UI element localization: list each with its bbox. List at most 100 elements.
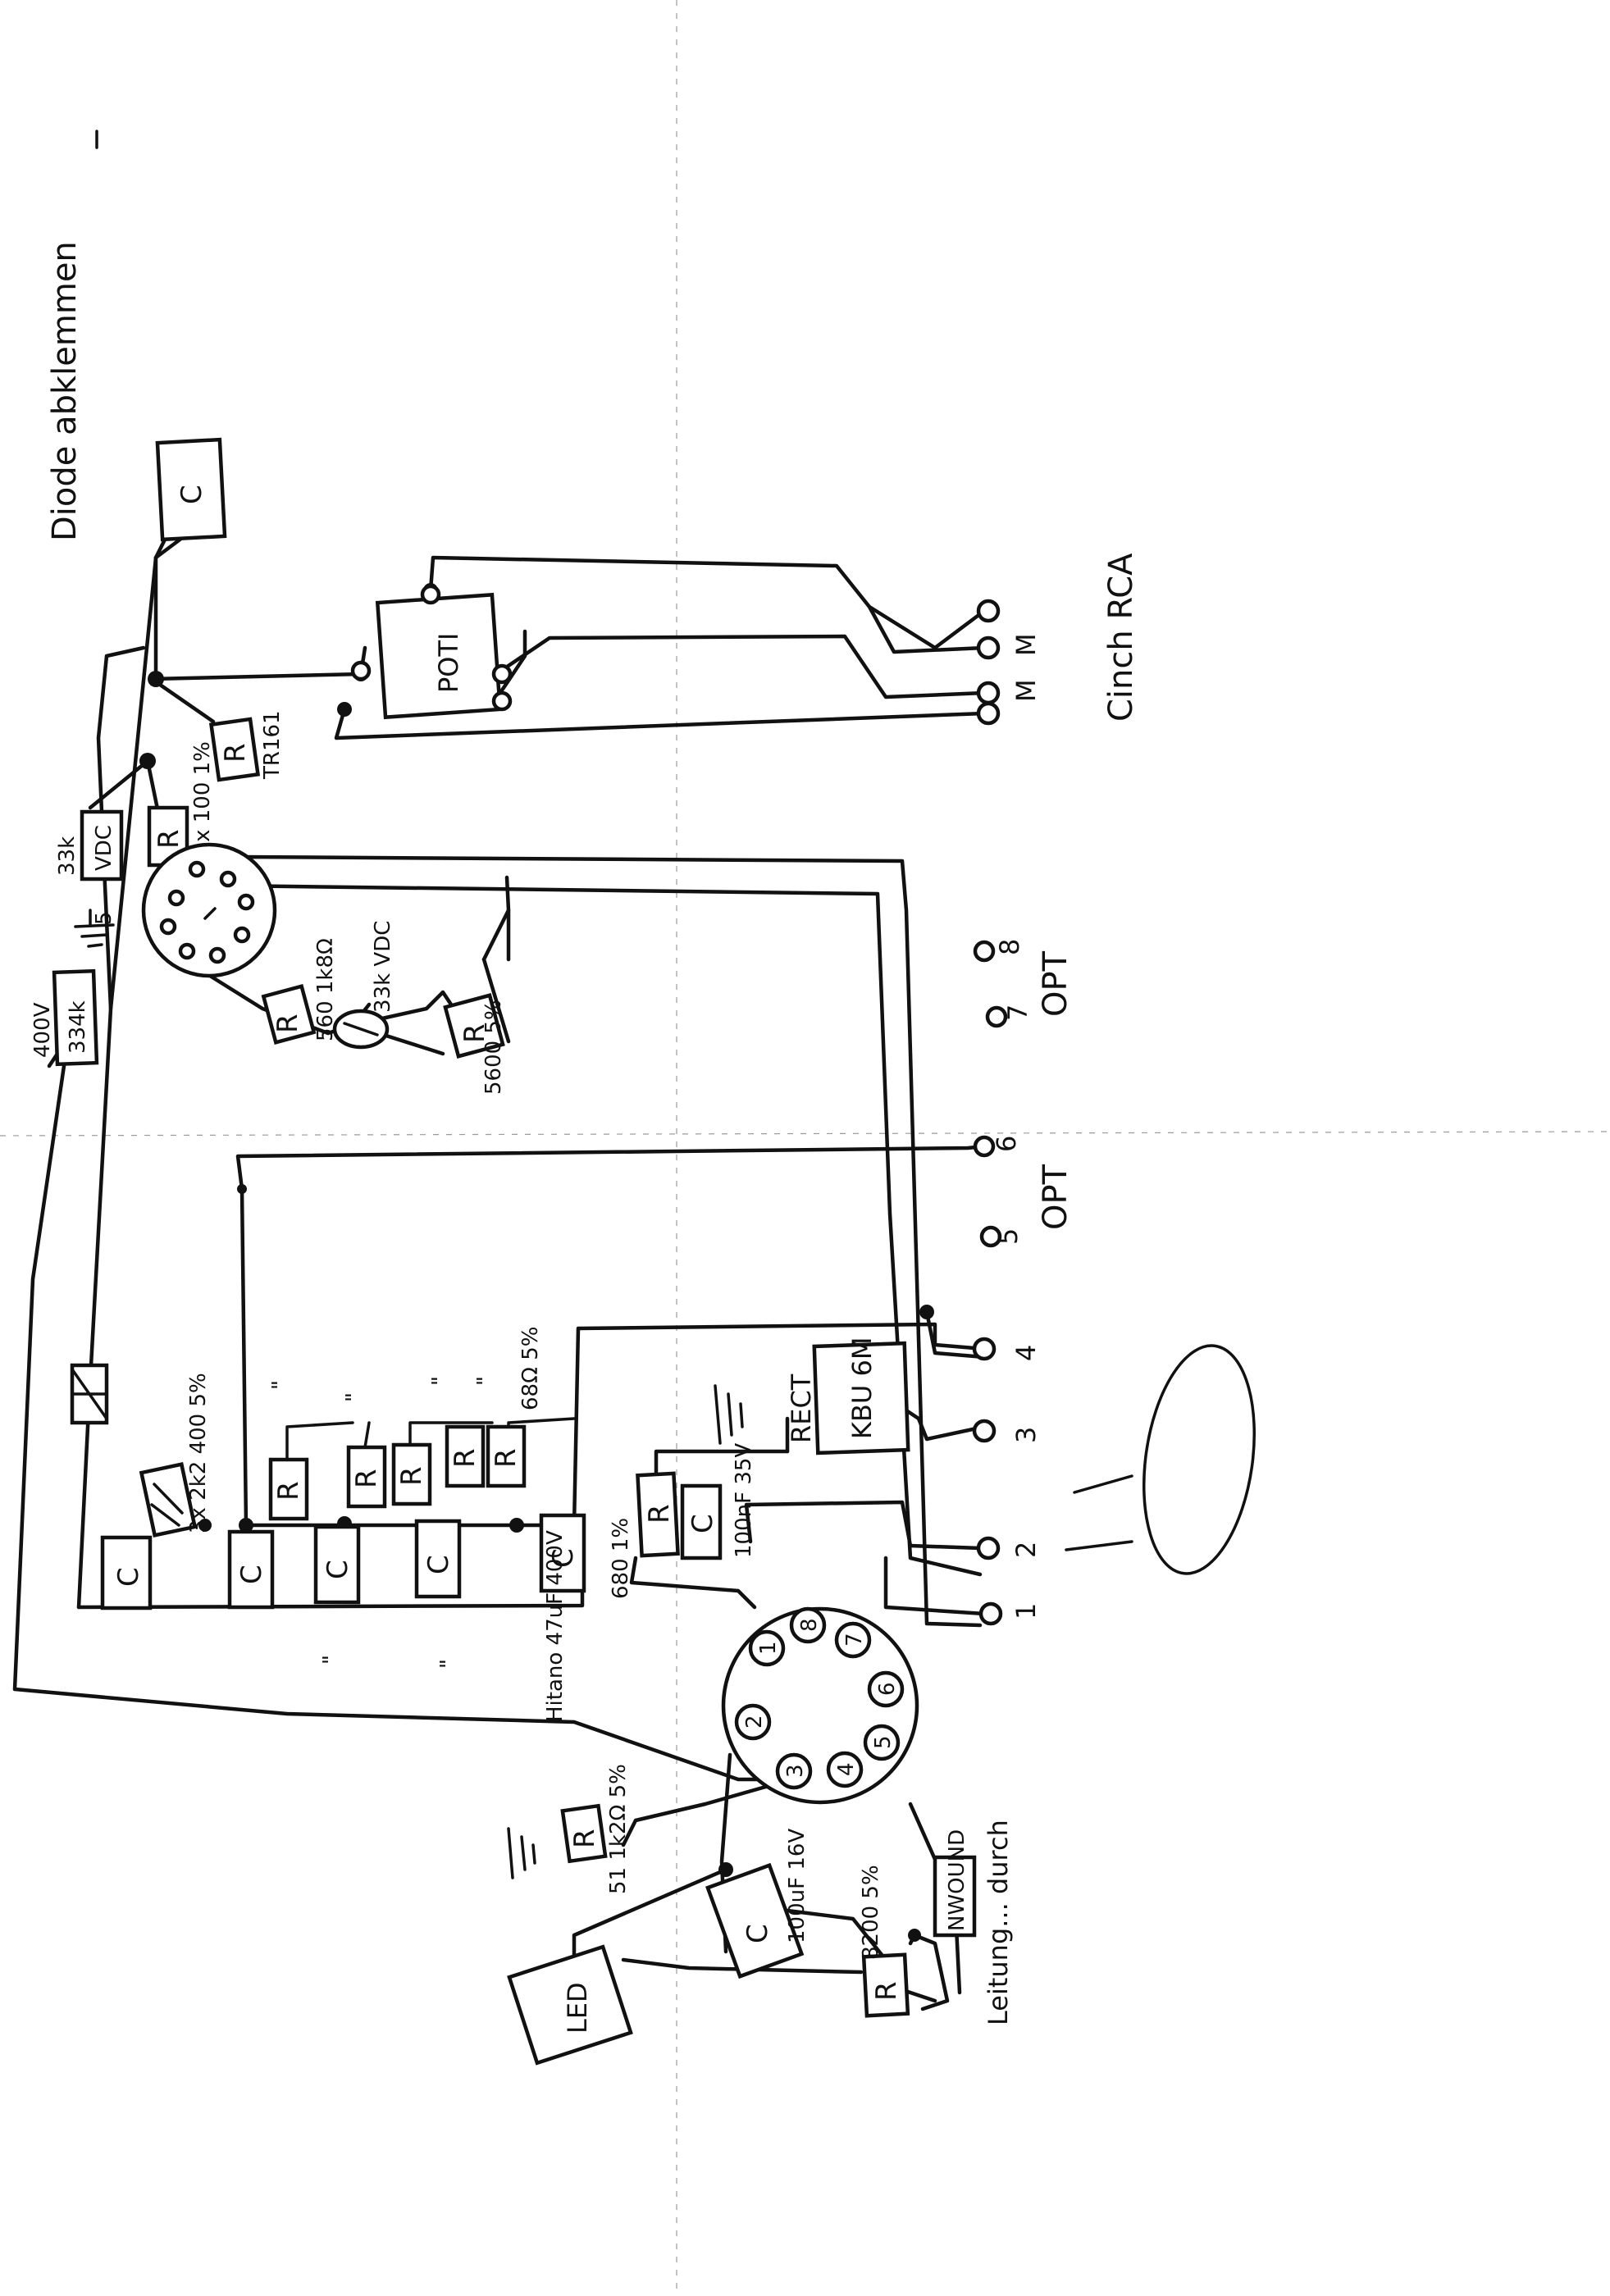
svg-text:R: R (870, 1981, 903, 2001)
svg-text:100nF 35V: 100nF 35V (732, 1443, 756, 1558)
opt-terminals: 8 7 OPT 6 5 OPT (973, 939, 1074, 1248)
nwound-box: NWOUND (933, 1829, 977, 1938)
svg-text:5600 5%: 5600 5% (481, 1000, 506, 1095)
svg-text:": " (473, 1376, 498, 1386)
capacitor-bank: C C C C (227, 1513, 586, 1610)
svg-text:8200 5%: 8200 5% (859, 1865, 883, 1960)
svg-text:R: R (643, 1504, 676, 1524)
svg-text:M: M (1010, 679, 1042, 702)
capacitor-left: C (100, 1535, 153, 1610)
svg-text:3: 3 (783, 1764, 808, 1778)
capacitor-100nf: C 100nF 35V (680, 1443, 756, 1560)
ditto-mark-a: " (319, 1655, 344, 1665)
svg-text:8: 8 (994, 939, 1025, 955)
svg-text:C: C (176, 485, 208, 504)
svg-text:C: C (741, 1924, 774, 1943)
svg-text:R: R (271, 1014, 304, 1033)
svg-text:680 1%: 680 1% (609, 1518, 633, 1599)
diode-note: Diode abklemmen (46, 130, 98, 541)
svg-text:RECT: RECT (786, 1374, 817, 1443)
cinch-terminals: M M Cinch RCA (976, 553, 1140, 726)
svg-text:3: 3 (1010, 1427, 1042, 1443)
svg-text:": " (428, 1376, 453, 1386)
svg-text:KBU 6M: KBU 6M (846, 1337, 878, 1440)
svg-text:C: C (322, 1560, 354, 1579)
svg-text:5: 5 (871, 1735, 896, 1749)
svg-text:R: R (490, 1448, 522, 1468)
ground-symbols (74, 909, 744, 1879)
svg-text:8: 8 (797, 1618, 822, 1632)
svg-text:": " (342, 1392, 367, 1402)
vdc-box: VDC 33k (55, 809, 124, 882)
resistor-560: R 560 1k8Ω (261, 938, 338, 1045)
svg-text:4: 4 (1010, 1345, 1042, 1361)
socket-mark-5: 5 (92, 911, 116, 925)
svg-text:6: 6 (991, 1136, 1022, 1152)
svg-text:R: R (568, 1829, 601, 1848)
svg-text:OPT: OPT (1037, 950, 1074, 1017)
resistor-334k: 334k 400V (30, 968, 99, 1067)
label-hitano: Hitano 47uF 400V (543, 1530, 568, 1722)
svg-text:C: C (686, 1514, 719, 1533)
svg-text:R: R (458, 1023, 491, 1043)
svg-text:334k: 334k (66, 1000, 90, 1054)
svg-text:R: R (219, 743, 252, 763)
svg-text:4: 4 (834, 1762, 859, 1776)
svg-text:R: R (153, 829, 185, 849)
svg-text:": " (268, 1380, 293, 1390)
svg-text:Diode abklemmen: Diode abklemmen (46, 241, 84, 541)
svg-text:TR161: TR161 (260, 710, 285, 780)
resistor-8200: R 8200 5% (859, 1865, 910, 2018)
svg-text:C: C (547, 1548, 580, 1568)
svg-text:R: R (395, 1466, 428, 1486)
svg-text:51 1k2Ω 5%: 51 1k2Ω 5% (606, 1764, 631, 1894)
svg-text:OPT: OPT (1037, 1164, 1074, 1230)
svg-text:400V: 400V (30, 1002, 55, 1058)
svg-text:1: 1 (756, 1641, 781, 1655)
svg-text:5: 5 (992, 1228, 1024, 1245)
label-33k-vdc: 33k VDC (371, 921, 395, 1013)
svg-text:C: C (112, 1567, 145, 1587)
capacitor-top: C (155, 437, 227, 542)
resistor-680: R 680 1% (609, 1471, 680, 1599)
svg-text:R: R (272, 1481, 305, 1501)
capacitor-lower: C 100uF 16V (705, 1829, 810, 1979)
ditto-mark-b: " (436, 1659, 461, 1669)
resistor-bank: R R R R R 68Ω 5% " " " " (268, 1327, 576, 1521)
led-component: LED (507, 1944, 633, 2066)
svg-text:7: 7 (1002, 1004, 1033, 1021)
svg-text:R: R (449, 1448, 481, 1468)
svg-text:2: 2 (1010, 1542, 1042, 1558)
resistor-tr161: R TR161 (208, 710, 285, 782)
tube-socket-lower: 1 8 7 6 5 4 3 2 (721, 1606, 919, 1805)
svg-text:C: C (235, 1565, 268, 1584)
resistor-5600: R 5600 5% (443, 993, 506, 1095)
svg-text:Cinch RCA: Cinch RCA (1102, 553, 1140, 722)
svg-text:POTI: POTI (433, 633, 464, 693)
svg-text:3x 2k2 400 5%: 3x 2k2 400 5% (186, 1373, 211, 1533)
svg-text:2: 2 (742, 1715, 767, 1729)
resistor-51: R 51 1k2Ω 5% (560, 1764, 631, 1894)
poti-block: POTI (350, 584, 513, 720)
svg-text:VDC: VDC (92, 825, 116, 871)
oval-sketch (1065, 1344, 1257, 1575)
rectifier: KBU 6M RECT (786, 1337, 910, 1456)
svg-text:33k: 33k (55, 836, 80, 876)
svg-text:NWOUND: NWOUND (945, 1829, 969, 1931)
thermistor-block (70, 1363, 109, 1425)
tube-socket-upper (141, 842, 277, 978)
svg-text:M: M (1010, 633, 1042, 656)
node-oval (332, 1009, 390, 1050)
svg-text:6: 6 (875, 1682, 900, 1696)
power-terminals: 4 3 2 1 (972, 1337, 1042, 1626)
wiring (12, 531, 987, 2011)
svg-text:7: 7 (842, 1633, 867, 1647)
svg-text:C: C (422, 1555, 455, 1574)
label-leitung: Leitung... durch (983, 1820, 1014, 2025)
svg-text:68Ω 5%: 68Ω 5% (518, 1327, 543, 1410)
svg-text:100uF 16V: 100uF 16V (785, 1829, 810, 1943)
svg-text:LED: LED (562, 1982, 593, 2034)
fuse-3x: 3x 2k2 400 5% (139, 1373, 211, 1538)
fold-line-horizontal (0, 1131, 1610, 1137)
